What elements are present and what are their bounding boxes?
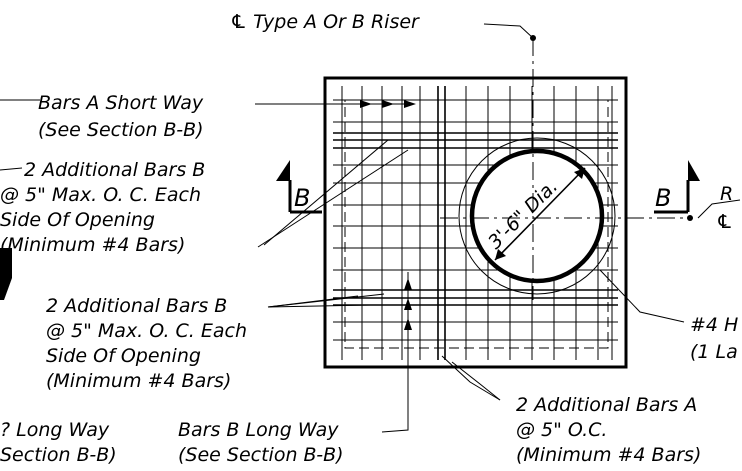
section-marker-right [654, 160, 700, 214]
add-bars-a-1: 2 Additional Bars A [516, 394, 697, 416]
bars-a-arrows [338, 100, 416, 108]
add-bars-b-left-3: Side Of Opening [0, 209, 155, 231]
add-bars-b-left-2: @ 5" Max. O. C. Each [0, 184, 201, 206]
long-way-left-1: ? Long Way [0, 419, 110, 441]
hoop-bar-circle [458, 137, 616, 295]
bars-b-long-label: Bars B Long Way [178, 419, 339, 441]
right-cl-label: ℄ [716, 211, 733, 233]
add-bars-a-2: @ 5" O.C. [516, 419, 607, 441]
hoop-label-1: #4 H [690, 314, 738, 336]
right-r-label: R [720, 183, 733, 205]
section-label-left: B [294, 184, 310, 212]
bars-a-short-sub: (See Section B-B) [38, 119, 204, 141]
section-marker-left-partial [0, 248, 12, 300]
add-bars-b-mid-4: (Minimum #4 Bars) [46, 370, 231, 392]
leader-lines [0, 23, 741, 433]
reinforcement-dashed-boundary [344, 99, 609, 349]
slab-outline [323, 76, 628, 369]
add-bars-a-3: (Minimum #4 Bars) [516, 444, 701, 466]
add-bars-b-left-1: 2 Additional Bars B [24, 159, 205, 181]
add-bars-b-mid-3: Side Of Opening [46, 345, 201, 367]
long-way-left-2: Section B-B) [0, 444, 117, 466]
add-bars-b-mid-1: 2 Additional Bars B [46, 295, 227, 317]
riser-label: ℄ Type A Or B Riser [230, 11, 420, 33]
bars-b-arrows [404, 272, 412, 358]
add-bars-b-mid-2: @ 5" Max. O. C. Each [46, 320, 247, 342]
hoop-label-2: (1 La [690, 341, 738, 363]
bars-b-long-sub: (See Section B-B) [178, 444, 344, 466]
add-bars-b-left-4: (Minimum #4 Bars) [0, 234, 185, 256]
bars-a-short-label: Bars A Short Way [38, 92, 204, 114]
diameter-dimension [494, 167, 586, 261]
horizontal-bars [333, 99, 618, 341]
section-label-right: B [655, 184, 671, 212]
section-marker-left [276, 160, 322, 214]
